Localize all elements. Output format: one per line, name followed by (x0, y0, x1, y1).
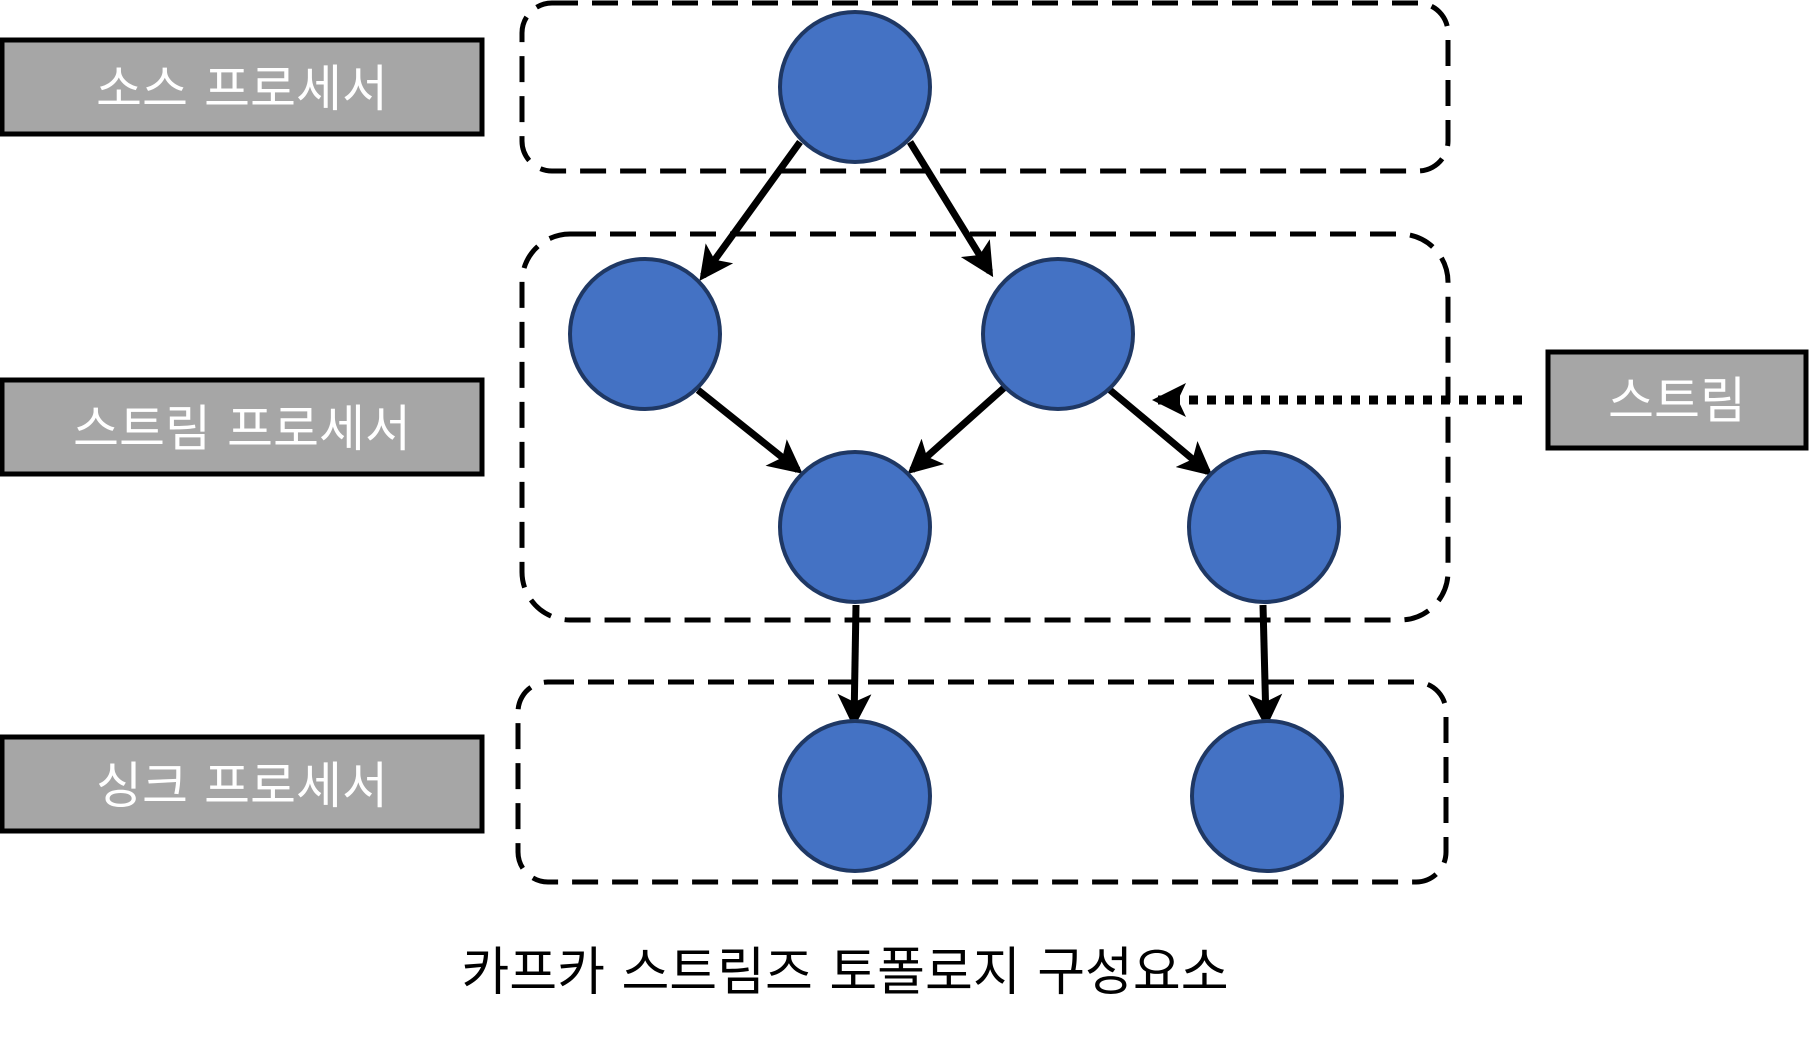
edges (695, 139, 1283, 728)
stream-processor-label: 스트림 프로세서 (73, 400, 411, 458)
edge-source-to-right (907, 140, 994, 278)
sink-group-box (515, 679, 1449, 885)
sink-label: 싱크 프로세서 (96, 757, 388, 815)
edge-source-to-left (699, 139, 803, 281)
processor-node-farright (1187, 450, 1341, 604)
source-label-box: 소스 프로세서 (0, 37, 485, 137)
processor-node-right (981, 257, 1135, 411)
edge-center-to-sink-left (837, 604, 872, 728)
processor-node-center (778, 450, 932, 604)
nodes (568, 10, 1344, 873)
edge-right-to-center (907, 384, 1008, 474)
sink-node-right (1190, 719, 1344, 873)
stream-processor-group-box (519, 231, 1451, 623)
processor-node-left (568, 257, 722, 411)
source-group-box (519, 0, 1451, 174)
edge-left-to-center (695, 387, 803, 474)
diagram-caption: 카프카 스트림즈 토폴로지 구성요소 (461, 943, 1228, 1003)
stream-label-box: 스트림 (1545, 349, 1809, 451)
edge-right-to-farright (1107, 387, 1213, 476)
stream-processor-label-box: 스트림 프로세서 (0, 377, 485, 477)
sink-node-left (778, 719, 932, 873)
sink-label-box: 싱크 프로세서 (0, 734, 485, 834)
source-label: 소스 프로세서 (96, 60, 388, 118)
edge-farright-to-sink-right (1248, 604, 1283, 728)
stream-label: 스트림 (1608, 372, 1746, 430)
source-node (778, 10, 932, 164)
